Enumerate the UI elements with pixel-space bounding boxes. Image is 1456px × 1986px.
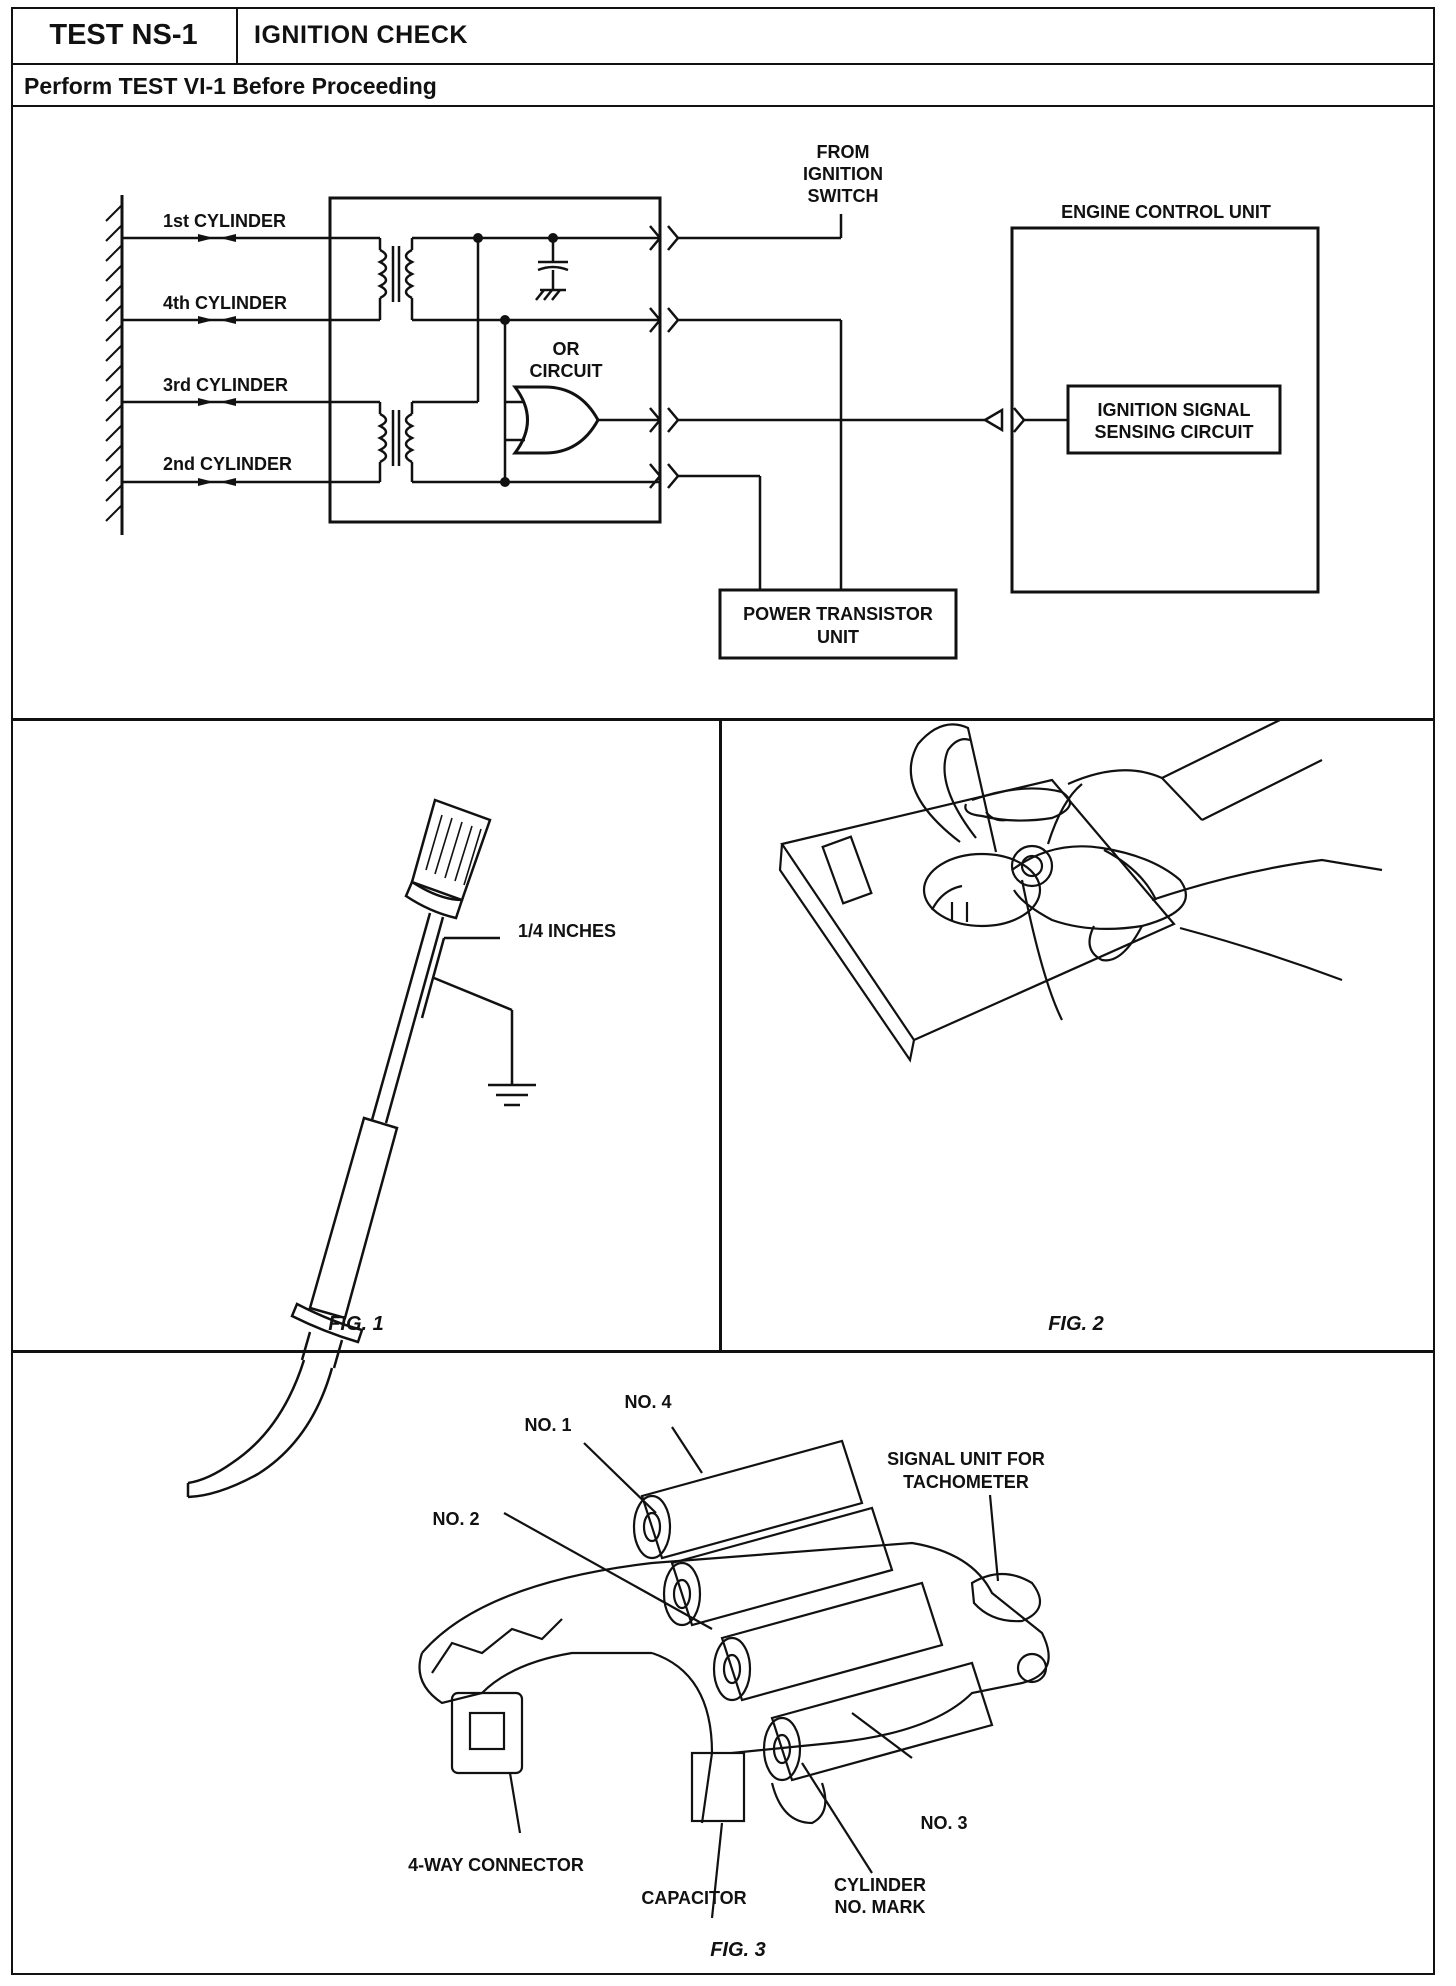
label-from-2: IGNITION [803,164,883,184]
label-cyl-4: 4th CYLINDER [163,293,287,313]
fig2-clamp-meter: FIG. 2 [778,718,1383,1335]
fig3-label-connector: 4-WAY CONNECTOR [408,1855,584,1875]
fig3-label-signal-2: TACHOMETER [903,1472,1029,1492]
label-cyl-3: 3rd CYLINDER [163,375,288,395]
prerequisite-row: Perform TEST VI-1 Before Proceeding [11,65,1435,107]
fig3-label-cyl-mark-2: NO. MARK [835,1897,926,1917]
fig1-caption: FIG. 1 [328,1313,384,1335]
fig3-label-capacitor: CAPACITOR [641,1888,746,1908]
label-from-1: FROM [817,142,870,162]
label-ecu-title: ENGINE CONTROL UNIT [1061,202,1271,222]
label-cyl-1: 1st CYLINDER [163,211,286,231]
label-ecu-signal-2: SENSING CIRCUIT [1094,422,1253,442]
label-power-1: POWER TRANSISTOR [743,604,933,624]
fig3-label-no4: NO. 4 [624,1392,671,1412]
fig1-dimension-label: 1/4 INCHES [518,921,616,941]
test-id: TEST NS-1 [11,7,238,63]
fig3-label-cyl-mark-1: CYLINDER [834,1875,926,1895]
label-from-3: SWITCH [808,186,879,206]
label-power-2: UNIT [817,627,859,647]
label-cyl-2: 2nd CYLINDER [163,454,292,474]
label-ecu-signal-1: IGNITION SIGNAL [1098,400,1251,420]
fig2-caption: FIG. 2 [1048,1313,1104,1335]
fig3-label-signal-1: SIGNAL UNIT FOR [887,1449,1045,1469]
label-or-2: CIRCUIT [530,361,603,381]
fig3-label-no1: NO. 1 [524,1415,571,1435]
figure-divider [719,719,722,1351]
fig3-label-no3: NO. 3 [920,1813,967,1833]
fig1-spark-probe: 1/4 INCHES FIG. 1 [186,798,616,1499]
prerequisite-text: Perform TEST VI-1 Before Proceeding [24,73,437,99]
header-row: TEST NS-1 IGNITION CHECK [11,7,1435,65]
section-divider-top [11,718,1435,721]
label-or-1: OR [553,339,580,359]
ignition-schematic: 1st CYLINDER 4th CYLINDER 3rd CYLINDER 2… [105,142,1320,660]
fig3-label-no2: NO. 2 [432,1509,479,1529]
section-divider-bottom [11,1350,1435,1353]
fig3-caption: FIG. 3 [710,1939,766,1961]
page-frame [11,7,1435,1975]
fig3-ignition-coil: NO. 4 NO. 1 NO. 2 SIGNAL UNIT FOR TACHOM… [408,1392,1050,1961]
test-title: IGNITION CHECK [254,21,468,49]
